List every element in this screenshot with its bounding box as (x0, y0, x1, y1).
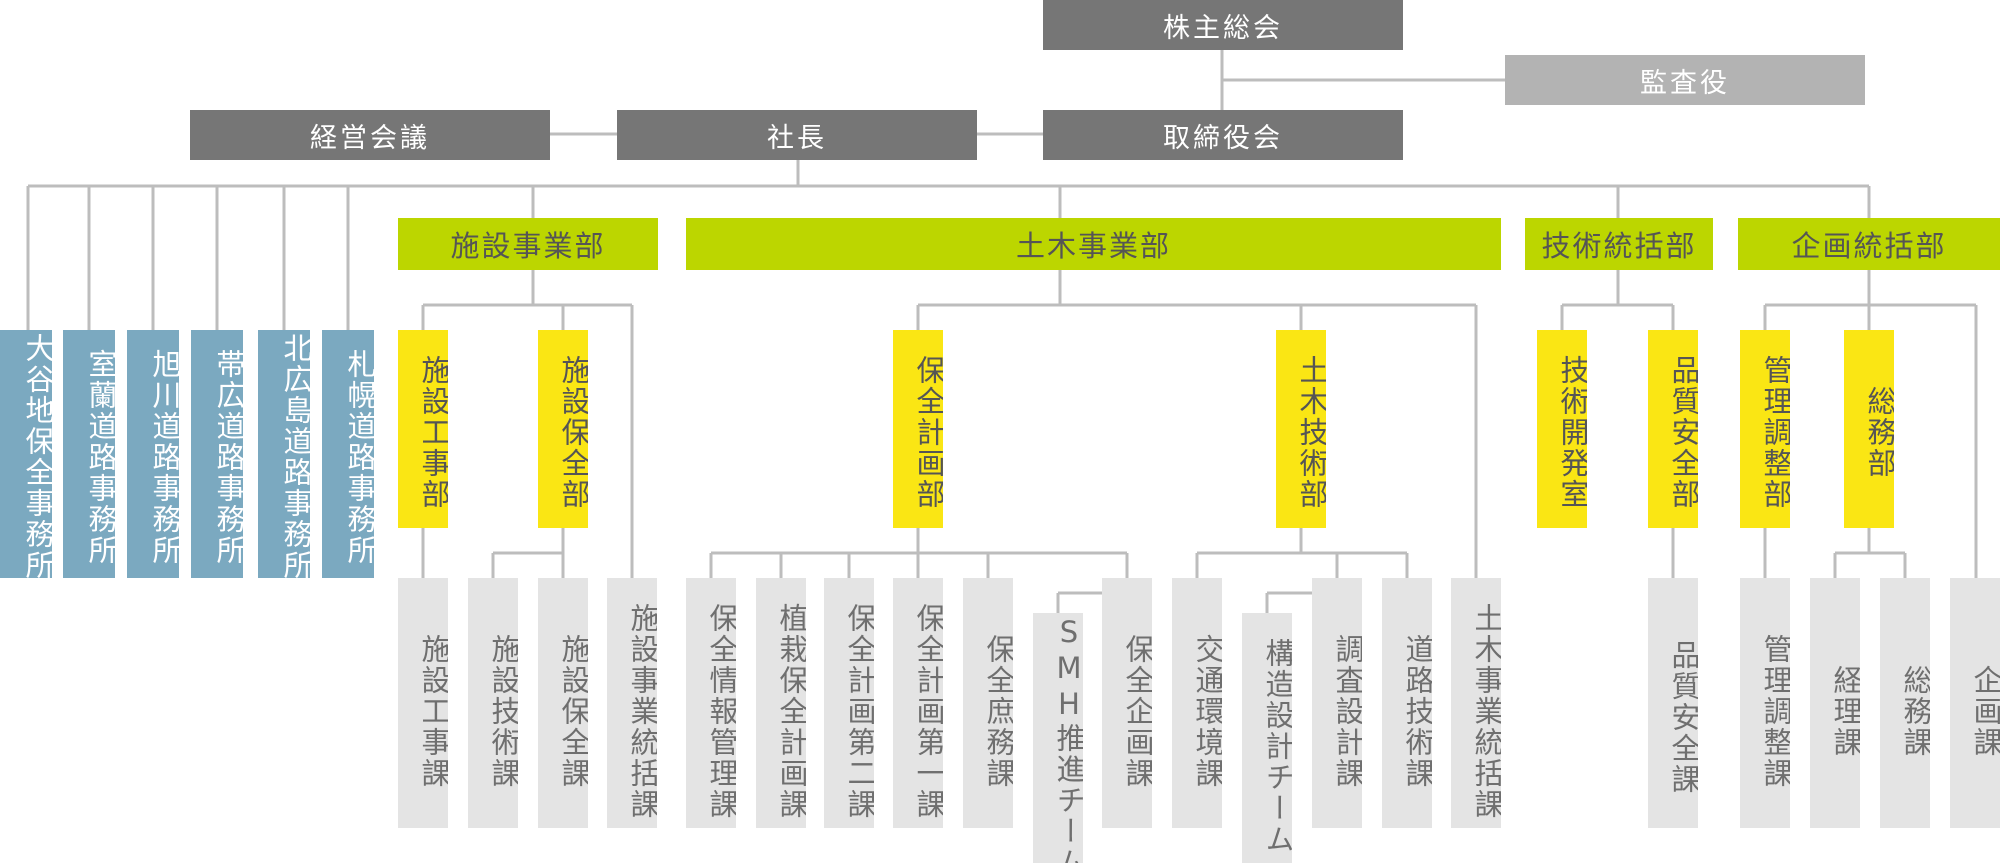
section-facilities-construction: 施設工事課 (398, 578, 448, 828)
section-facilities-technology: 施設技術課 (468, 578, 518, 828)
president-box: 社長 (617, 110, 977, 160)
division-facilities: 施設事業部 (398, 218, 658, 270)
shareholders-meeting-box: 株主総会 (1043, 0, 1403, 50)
section-facilities-business: 施設事業統括課 (607, 578, 657, 828)
dept-general-affairs: 総務部 (1844, 330, 1894, 528)
section-planning: 企画課 (1950, 578, 2000, 828)
division-civil: 土木事業部 (686, 218, 1501, 270)
branch-office-kitahiroshima: 北広島道路事務所 (258, 330, 310, 578)
branch-office-muroran: 室蘭道路事務所 (63, 330, 115, 578)
team-structural-design: 構造設計チーム (1242, 613, 1292, 863)
section-traffic-environment: 交通環境課 (1172, 578, 1222, 828)
dept-facilities-maintenance: 施設保全部 (538, 330, 588, 528)
board-of-directors-box: 取締役会 (1043, 110, 1403, 160)
dept-civil-technology: 土木技術部 (1276, 330, 1326, 528)
dept-technology-development: 技術開発室 (1537, 330, 1587, 528)
branch-office-sapporo: 札幌道路事務所 (322, 330, 374, 578)
section-survey-design: 調査設計課 (1312, 578, 1362, 828)
dept-maintenance-planning: 保全計画部 (893, 330, 943, 528)
section-maintenance-info: 保全情報管理課 (686, 578, 736, 828)
section-civil-business: 土木事業統括課 (1451, 578, 1501, 828)
dept-facilities-construction: 施設工事部 (398, 330, 448, 528)
section-maintenance-planning: 保全企画課 (1102, 578, 1152, 828)
section-accounting: 経理課 (1810, 578, 1860, 828)
section-maintenance-admin: 保全庶務課 (963, 578, 1013, 828)
dept-quality-safety: 品質安全部 (1648, 330, 1698, 528)
section-maintenance-plan-1: 保全計画第一課 (893, 578, 943, 828)
team-smh: SMH推進チーム (1033, 613, 1083, 863)
division-planning: 企画統括部 (1738, 218, 2000, 270)
section-quality-safety: 品質安全課 (1648, 578, 1698, 828)
section-road-technology: 道路技術課 (1382, 578, 1432, 828)
section-management-adjustment: 管理調整課 (1740, 578, 1790, 828)
dept-management-adjustment: 管理調整部 (1740, 330, 1790, 528)
branch-office-otaniji: 大谷地保全事務所 (0, 330, 52, 578)
management-meeting-box: 経営会議 (190, 110, 550, 160)
section-general-affairs: 総務課 (1880, 578, 1930, 828)
division-tech: 技術統括部 (1525, 218, 1713, 270)
branch-office-obihiro: 帯広道路事務所 (191, 330, 243, 578)
section-facilities-maintenance: 施設保全課 (538, 578, 588, 828)
auditor-box: 監査役 (1505, 55, 1865, 105)
section-planting: 植栽保全計画課 (756, 578, 806, 828)
section-maintenance-plan-2: 保全計画第二課 (824, 578, 874, 828)
branch-office-asahikawa: 旭川道路事務所 (127, 330, 179, 578)
